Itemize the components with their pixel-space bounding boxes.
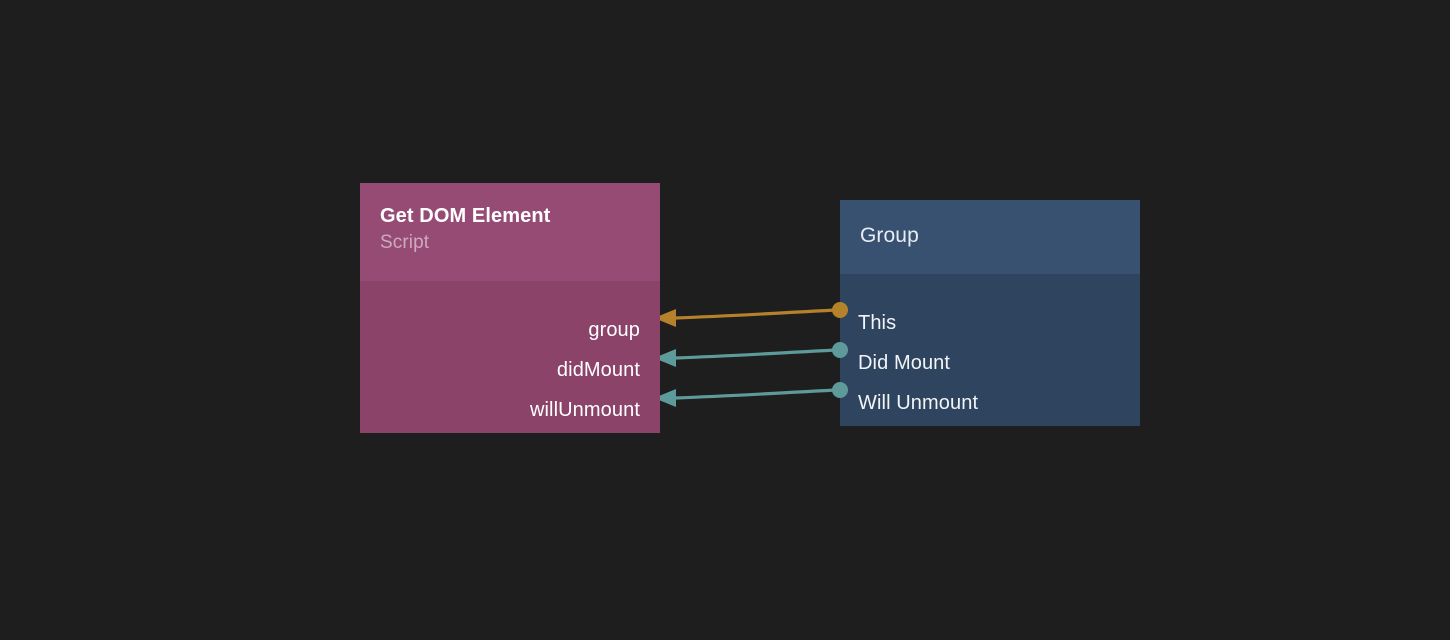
node-header[interactable]: Get DOM Element Script bbox=[360, 183, 660, 281]
port-label: This bbox=[858, 312, 897, 334]
connection-willunmount[interactable] bbox=[654, 388, 838, 407]
port-dot-will-unmount[interactable] bbox=[832, 382, 848, 398]
connection-line bbox=[674, 388, 838, 400]
output-port-group[interactable]: group bbox=[588, 317, 640, 343]
node-title: Group bbox=[860, 224, 919, 247]
connection-this-to-group[interactable] bbox=[654, 308, 838, 327]
node-header[interactable]: Group bbox=[840, 200, 1140, 274]
node-get-dom-element[interactable]: Get DOM Element Script group didMount wi… bbox=[360, 183, 660, 433]
port-label: didMount bbox=[556, 359, 640, 381]
output-port-didmount[interactable]: didMount bbox=[557, 357, 640, 383]
connection-line bbox=[674, 348, 838, 360]
input-port-will-unmount[interactable]: Will Unmount bbox=[858, 390, 978, 416]
node-body: This Did Mount Will Unmount bbox=[840, 274, 1140, 426]
output-port-willunmount[interactable]: willUnmount bbox=[530, 397, 640, 423]
node-title: Get DOM Element bbox=[380, 205, 551, 227]
node-body: group didMount willUnmount bbox=[360, 281, 660, 433]
port-label: group bbox=[588, 319, 640, 341]
input-port-this[interactable]: This bbox=[858, 310, 896, 336]
node-group[interactable]: Group This Did Mount Will Unmount bbox=[840, 200, 1140, 426]
port-label: willUnmount bbox=[529, 399, 640, 421]
port-dot-did-mount[interactable] bbox=[832, 342, 848, 358]
port-label: Will Unmount bbox=[858, 392, 979, 414]
node-subtitle: Script bbox=[380, 232, 430, 253]
input-port-did-mount[interactable]: Did Mount bbox=[858, 350, 950, 376]
port-label: Did Mount bbox=[858, 352, 951, 374]
connection-line bbox=[674, 308, 838, 320]
port-dot-this[interactable] bbox=[832, 302, 848, 318]
connection-didmount[interactable] bbox=[654, 348, 838, 367]
